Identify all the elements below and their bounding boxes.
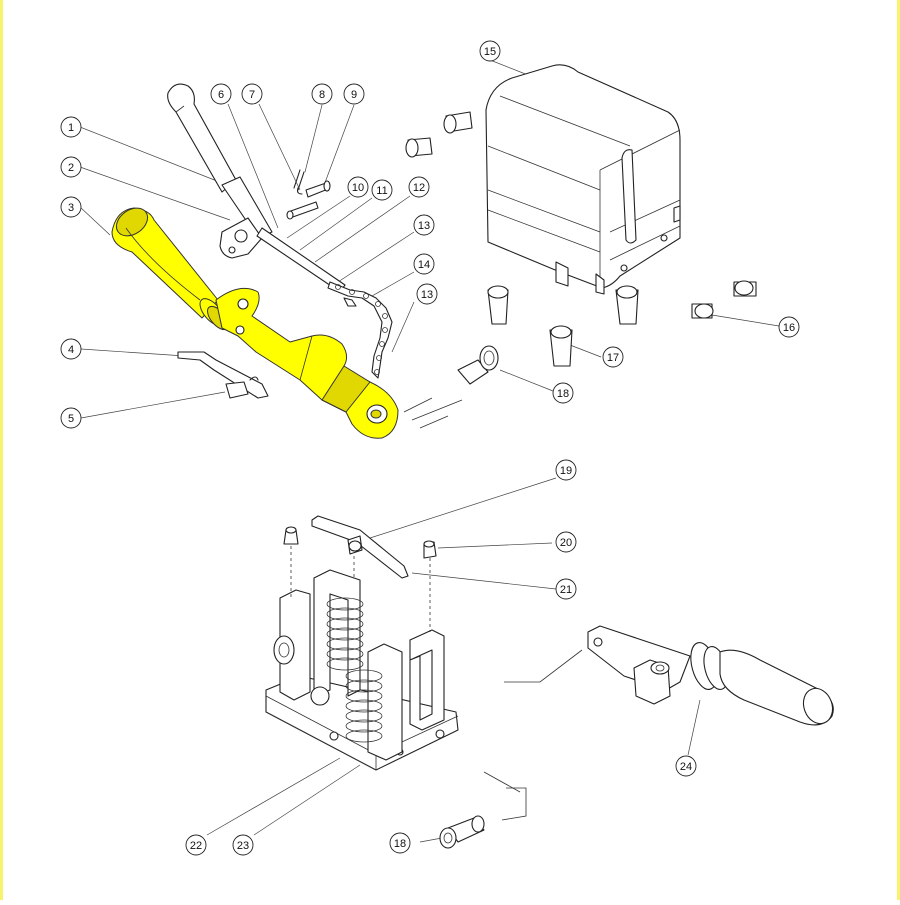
callout-23: 23 xyxy=(232,834,254,856)
lever-arm-assembly xyxy=(167,83,346,293)
svg-text:18: 18 xyxy=(557,388,569,400)
svg-text:16: 16 xyxy=(783,322,795,334)
callout-20: 20 xyxy=(555,531,577,553)
svg-text:10: 10 xyxy=(352,182,364,194)
callout-8: 8 xyxy=(311,83,333,105)
callout-12: 12 xyxy=(408,176,430,198)
callout-21: 21 xyxy=(555,578,577,600)
callout-17: 17 xyxy=(602,346,624,368)
svg-text:7: 7 xyxy=(249,89,255,101)
callout-13a: 13 xyxy=(413,214,435,236)
callout-19: 19 xyxy=(555,459,577,481)
right-border xyxy=(897,0,900,900)
callout-9: 9 xyxy=(343,83,365,105)
callout-2: 2 xyxy=(60,156,82,178)
svg-text:21: 21 xyxy=(560,584,572,596)
bushing-lower xyxy=(439,815,485,849)
handle-assembly-lower xyxy=(587,625,834,726)
left-border xyxy=(0,0,3,900)
callout-22: 22 xyxy=(185,834,207,856)
svg-text:9: 9 xyxy=(351,89,357,101)
callout-15: 15 xyxy=(479,40,501,62)
callout-24: 24 xyxy=(675,755,697,777)
svg-text:11: 11 xyxy=(376,185,387,197)
callout-1: 1 xyxy=(60,116,82,138)
svg-text:15: 15 xyxy=(484,46,496,58)
svg-text:2: 2 xyxy=(68,162,74,174)
leader-lines xyxy=(79,59,780,843)
svg-text:5: 5 xyxy=(68,413,74,425)
callout-4: 4 xyxy=(60,338,82,360)
svg-text:20: 20 xyxy=(560,537,572,549)
housing-screws xyxy=(405,111,757,385)
svg-text:24: 24 xyxy=(680,761,692,773)
highlighted-handle-lever xyxy=(111,207,399,439)
spring-base-assembly xyxy=(265,569,459,771)
svg-text:18: 18 xyxy=(394,838,406,850)
motor-housing xyxy=(485,64,681,295)
svg-text:22: 22 xyxy=(190,840,202,852)
rocker-bar xyxy=(283,515,437,579)
callout-11: 11 xyxy=(371,179,393,201)
callout-10: 10 xyxy=(347,176,369,198)
roller-chain xyxy=(327,281,393,379)
construction-lines xyxy=(290,546,583,821)
callout-5: 5 xyxy=(60,407,82,429)
svg-text:4: 4 xyxy=(68,344,74,356)
svg-text:1: 1 xyxy=(68,122,74,134)
svg-text:6: 6 xyxy=(218,89,224,101)
svg-text:8: 8 xyxy=(319,89,325,101)
callout-18a: 18 xyxy=(552,382,574,404)
latch-bracket xyxy=(177,351,269,399)
callout-6: 6 xyxy=(210,83,232,105)
callout-7: 7 xyxy=(241,83,263,105)
svg-text:13: 13 xyxy=(421,289,433,301)
svg-text:3: 3 xyxy=(68,202,74,214)
pin-parts xyxy=(286,169,331,220)
svg-text:23: 23 xyxy=(237,840,249,852)
callout-18b: 18 xyxy=(389,832,411,854)
svg-text:14: 14 xyxy=(418,259,430,271)
svg-text:13: 13 xyxy=(418,220,430,232)
svg-text:12: 12 xyxy=(413,182,425,194)
svg-text:17: 17 xyxy=(607,352,619,364)
callout-14: 14 xyxy=(413,253,435,275)
callout-3: 3 xyxy=(60,196,82,218)
callout-16: 16 xyxy=(778,316,800,338)
svg-text:19: 19 xyxy=(560,465,572,477)
callout-13b: 13 xyxy=(416,283,438,305)
